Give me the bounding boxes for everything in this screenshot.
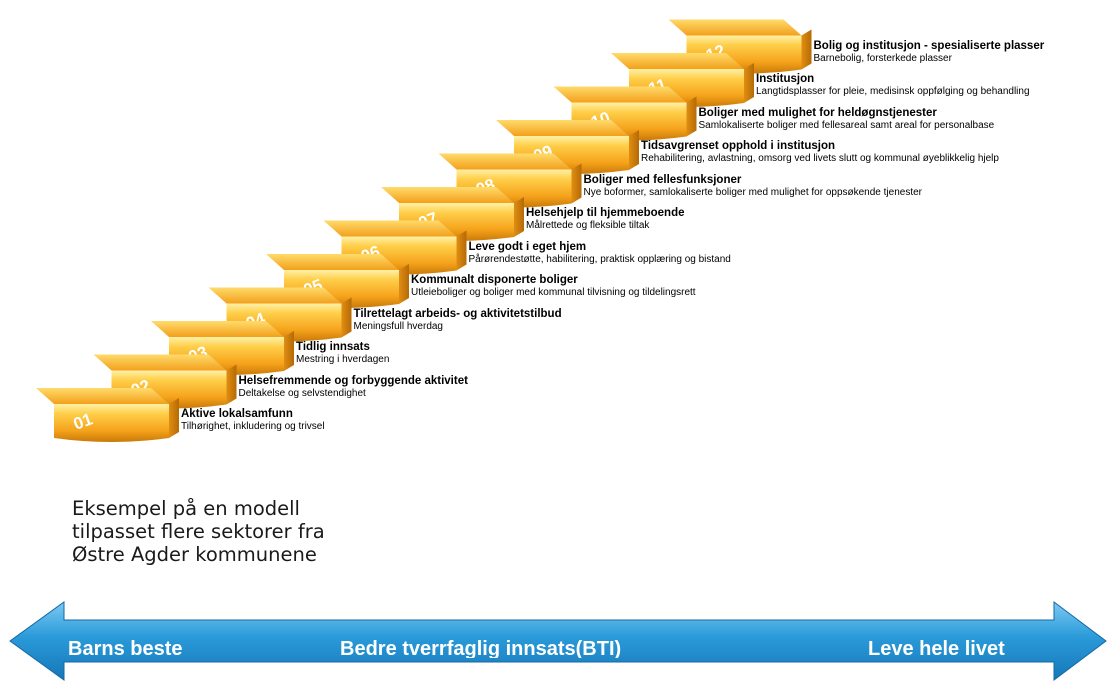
step-title: Leve godt i eget hjem: [468, 240, 587, 253]
step-tread: [93, 354, 227, 371]
step-title: Tidlig innsats: [296, 341, 370, 353]
staircase-diagram: 121110090807060504030201: [36, 19, 812, 442]
step-side: [226, 364, 237, 405]
step-title: Boliger med fellesfunksjoner: [583, 173, 742, 186]
step-side: [629, 130, 639, 170]
step-tread: [381, 187, 514, 203]
step-label-04: Tilrettelagt arbeids- og aktivitetstilbu…: [354, 308, 562, 333]
step-side: [284, 331, 294, 371]
step-title: Bolig og institusjon - spesialiserte pla…: [813, 39, 1045, 52]
step-subtitle: Tilhørighet, inkludering og trivsel: [181, 421, 325, 433]
double-arrow: [9, 601, 1107, 681]
caption-line-2: tilpasset flere sektorer fra: [72, 520, 325, 543]
step-side: [456, 230, 467, 271]
step-tread: [668, 19, 802, 36]
step-side: [571, 163, 582, 204]
caption: Eksempel på en modell tilpasset flere se…: [72, 497, 402, 566]
step-tread: [438, 153, 572, 170]
step-subtitle: Mestring i hverdagen: [296, 354, 390, 366]
step-subtitle: Barnebolig, forsterkede plasser: [813, 52, 952, 64]
step-side: [744, 63, 754, 103]
step-title: Aktive lokalsamfunn: [181, 408, 293, 420]
step-subtitle: Langtidsplasser for pleie, medisinsk opp…: [756, 86, 1030, 98]
step-07: 07: [381, 187, 524, 241]
step-side: [686, 96, 697, 137]
double-arrow-shape: [9, 601, 1107, 681]
step-tread: [36, 388, 169, 404]
step-side: [514, 197, 524, 237]
step-tread: [496, 120, 629, 136]
step-subtitle: Deltakelse og selvstendighet: [238, 387, 366, 399]
step-title: Helsehjelp til hjemmeboende: [526, 207, 685, 219]
step-tread: [208, 287, 342, 304]
step-tread: [611, 53, 744, 69]
caption-line-1: Eksempel på en modell: [72, 497, 300, 520]
step-riser: [54, 404, 169, 442]
step-tread: [266, 254, 399, 270]
arrow-center-label: Bedre tverrfaglig innsats(BTI): [340, 638, 622, 658]
step-label-12: Bolig og institusjon - spesialiserte pla…: [814, 40, 1045, 65]
step-title: Helsefremmende og forbyggende aktivitet: [238, 374, 468, 387]
step-title: Kommunalt disponerte boliger: [411, 274, 578, 286]
step-subtitle: Pårørendestøtte, habilitering, praktisk …: [468, 253, 731, 265]
step-subtitle: Rehabilitering, avlastning, omsorg ved l…: [641, 153, 999, 165]
step-side: [801, 29, 812, 70]
step-title: Tilrettelagt arbeids- og aktivitetstilbu…: [353, 307, 562, 320]
arrow-left-label: Barns beste: [68, 638, 183, 658]
step-01: 01: [36, 388, 179, 442]
step-subtitle: Utleieboliger og boliger med kommunal ti…: [411, 287, 696, 299]
step-title: Institusjon: [756, 73, 815, 85]
step-side: [169, 398, 179, 438]
step-subtitle: Nye boformer, samlokaliserte boliger med…: [583, 186, 923, 198]
step-subtitle: Meningsfull hverdag: [353, 320, 444, 332]
step-title: Boliger med mulighet for heldøgnstjenest…: [698, 106, 937, 119]
step-side: [341, 297, 352, 338]
step-title: Tidsavgrenset opphold i institusjon: [641, 140, 836, 152]
step-label-10: Boliger med mulighet for heldøgnstjenest…: [699, 107, 995, 132]
step-tread: [323, 220, 457, 237]
step-side: [399, 264, 409, 304]
step-subtitle: Målrettede og fleksible tiltak: [526, 220, 650, 232]
step-03: 03: [151, 321, 294, 375]
step-tread: [151, 321, 284, 337]
caption-line-3: Østre Agder kommunene: [72, 543, 317, 566]
arrow-right-label: Leve hele livet: [868, 638, 1005, 658]
step-subtitle: Samlokaliserte boliger med fellesareal s…: [698, 119, 995, 131]
step-tread: [553, 86, 687, 103]
